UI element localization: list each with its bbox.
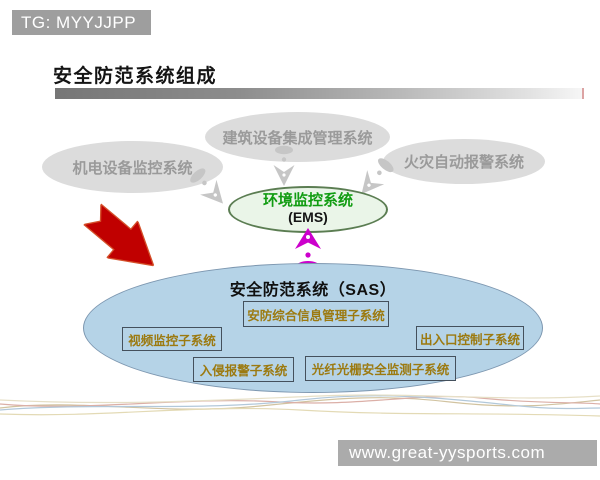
wave-lines-decoration [0, 394, 600, 417]
title-underline-tick [582, 88, 584, 99]
ellipse-ems-environment-monitoring: 环境监控系统 (EMS) [228, 186, 388, 233]
subsystem-box-fiber-grating-monitoring: 光纤光栅安全监测子系统 [305, 356, 456, 381]
title-underline [55, 88, 582, 99]
ellipse-label: 机电设备监控系统 [72, 159, 193, 177]
ellipse-fire-alarm-system: 火灾自动报警系统 [383, 139, 545, 184]
ellipse-label: 建筑设备集成管理系统 [222, 129, 373, 147]
flow-arrow-right-icon [361, 158, 394, 195]
page-title: 安全防范系统组成 [53, 66, 218, 87]
watermark-top-text: TG: MYYJJPP [21, 13, 137, 32]
watermark-bottom-text: www.great-yysports.com [349, 443, 546, 462]
ellipse-label: 火灾自动报警系统 [403, 154, 524, 171]
watermark-top-banner: TG: MYYJJPP [12, 10, 151, 35]
subsystem-box-access-control: 出入口控制子系统 [416, 326, 524, 350]
ellipse-mech-equipment-system: 机电设备监控系统 [42, 141, 223, 193]
sas-title: 安全防范系统（SAS） [229, 282, 397, 299]
ellipse-building-integration-system: 建筑设备集成管理系统 [205, 112, 390, 162]
watermark-bottom-banner: www.great-yysports.com [338, 440, 597, 466]
subsystem-box-info-management: 安防综合信息管理子系统 [243, 301, 389, 327]
subsystem-box-intrusion-alarm: 入侵报警子系统 [193, 357, 294, 382]
subsystem-label: 出入口控制子系统 [419, 332, 520, 347]
ems-abbreviation: (EMS) [288, 209, 328, 226]
subsystem-label: 安防综合信息管理子系统 [247, 308, 385, 323]
subsystem-box-video-surveillance: 视频监控子系统 [122, 327, 222, 351]
subsystem-label: 入侵报警子系统 [199, 364, 288, 378]
flow-arrow-left-icon [190, 168, 224, 204]
flow-arrow-center-icon [273, 145, 295, 186]
subsystem-label: 光纤光栅安全监测子系统 [311, 363, 450, 377]
red-block-arrow-icon [82, 202, 155, 267]
ems-label: 环境监控系统 [262, 192, 353, 210]
subsystem-label: 视频监控子系统 [128, 333, 216, 348]
